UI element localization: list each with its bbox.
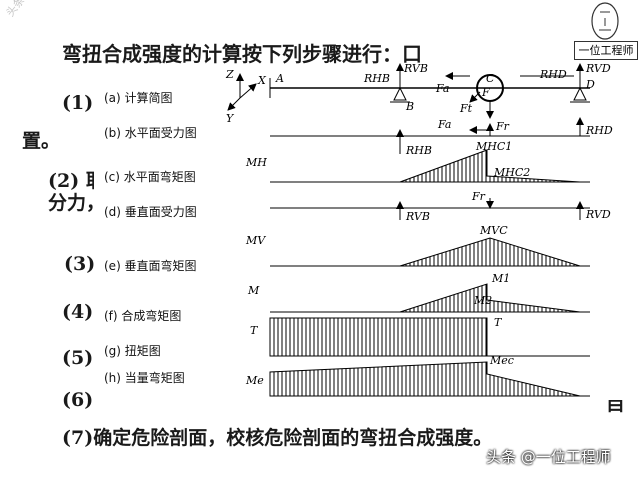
label-x: X — [257, 74, 267, 87]
mv-diagram — [399, 237, 581, 267]
label-rvd-d: RVD — [585, 208, 611, 221]
label-t-right: T — [494, 316, 503, 329]
label-d: D — [585, 78, 595, 91]
title-tail: 口 — [402, 42, 422, 66]
step-3: (3) — [64, 253, 96, 275]
label-mhc1: MHC1 — [475, 140, 512, 153]
label-me: Me — [245, 374, 264, 387]
label-fa: Fa — [435, 82, 449, 95]
label-ft: Ft — [459, 102, 473, 115]
row-label-b: (b) 水平面受力图 — [104, 126, 197, 140]
label-rvb: RVB — [403, 62, 428, 75]
label-m: M — [247, 284, 260, 297]
label-fa-b: Fa — [437, 118, 451, 131]
step-1-tail: 置。 — [22, 130, 61, 152]
label-rvd: RVD — [585, 62, 611, 75]
label-mec: Mec — [489, 354, 514, 367]
step-7: (7)确定危险剖面，校核危险剖面的弯扭合成强度。 — [62, 427, 493, 449]
label-mh: MH — [245, 156, 267, 169]
me-diagram — [269, 361, 581, 397]
label-y: Y — [226, 112, 235, 125]
label-mhc2: MHC2 — [493, 166, 530, 179]
bearing-b — [393, 86, 407, 101]
label-rhd-b: RHD — [585, 124, 613, 137]
row-label-c: (c) 水平面弯矩图 — [104, 170, 196, 184]
label-rhd: RHD — [539, 68, 567, 81]
row-label-g: (g) 扭矩图 — [104, 344, 161, 358]
label-c: C — [486, 72, 495, 85]
row-label-a: (a) 计算简图 — [104, 91, 173, 105]
label-fr-d: Fr — [471, 190, 486, 203]
slide-title: 弯扭合成强度的计算按下列步骤进行：口 — [62, 38, 422, 67]
step-2: (2) 取 — [48, 170, 105, 192]
step-1-number: (1) — [62, 92, 94, 114]
label-fr-b: Fr — [495, 120, 510, 133]
bottom-watermark: 头条 @一位工程师 — [486, 448, 611, 466]
label-m2: M2 — [473, 294, 492, 307]
label-t: T — [250, 324, 259, 337]
step-4: (4) — [62, 301, 94, 323]
label-b: B — [405, 100, 414, 113]
step-6: (6) — [62, 389, 94, 411]
row-label-h: (h) 当量弯矩图 — [104, 371, 185, 385]
label-m1: M1 — [491, 272, 510, 285]
logo-emblem-icon — [591, 2, 619, 40]
label-rvb-d: RVB — [405, 210, 430, 223]
row-label-f: (f) 合成弯矩图 — [104, 309, 182, 323]
axis-x — [239, 83, 257, 99]
t-diagram — [269, 317, 488, 357]
label-f: F — [481, 86, 490, 99]
label-mvc: MVC — [479, 224, 508, 237]
logo-text: 一位工程师 — [574, 41, 638, 60]
label-a: A — [275, 72, 284, 85]
row-label-e: (e) 垂直面弯矩图 — [104, 259, 197, 273]
brand-logo: 一位工程师 — [572, 0, 638, 62]
label-rhb: RHB — [363, 72, 390, 85]
mh-diagram — [399, 149, 581, 183]
label-z: Z — [225, 68, 234, 81]
step-2-line2: 分力， — [48, 192, 106, 214]
label-mv: MV — [245, 234, 266, 247]
bearing-d — [573, 86, 587, 101]
label-rhb-b: RHB — [405, 144, 432, 157]
row-label-d: (d) 垂直面受力图 — [104, 205, 197, 219]
axis-y — [227, 97, 241, 111]
title-text: 弯扭合成强度的计算按下列步骤进行： — [62, 42, 402, 66]
m-diagram — [399, 283, 581, 313]
